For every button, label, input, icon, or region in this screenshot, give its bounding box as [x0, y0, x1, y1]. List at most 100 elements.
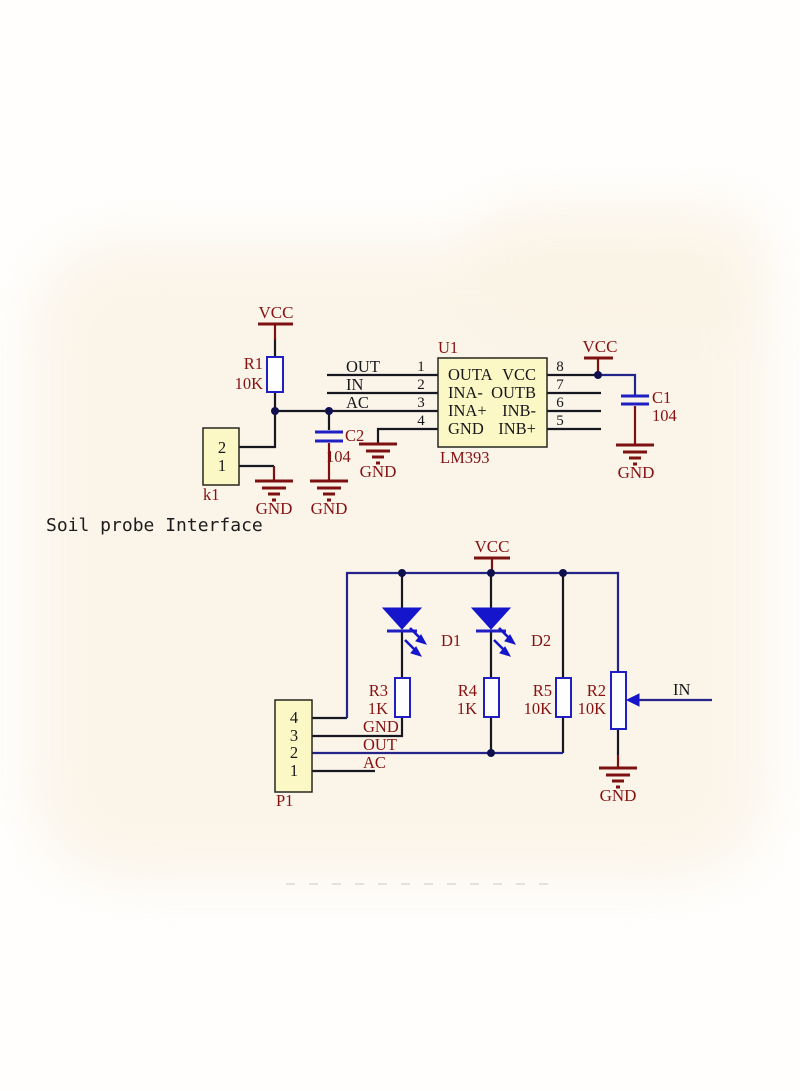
u1-pin-name: VCC: [502, 365, 536, 384]
r2-value: 10K: [578, 699, 607, 718]
wiper-arrow: [625, 693, 640, 707]
u1-pin-name: INB+: [498, 419, 536, 438]
bottom-maroon-wires: [490, 558, 620, 768]
led-d2: D2: [470, 607, 551, 657]
r3-ref: R3: [369, 681, 388, 700]
u1-pin-name: INB-: [502, 401, 536, 420]
led-triangle: [381, 607, 423, 630]
led-triangle: [470, 607, 512, 630]
k1-pin-1: 1: [218, 456, 226, 475]
capacitor-c2: C2 104: [315, 426, 364, 466]
u1-pin-number-7: 7: [556, 377, 564, 393]
k1-pin-2: 2: [218, 438, 226, 457]
led-emission-arrow: [409, 627, 421, 639]
u1-pin-number-8: 8: [556, 359, 564, 375]
net-label-in-bottom: IN: [673, 680, 690, 699]
gnd-label: GND: [360, 462, 397, 481]
gnd-symbol-r2: GND: [597, 766, 639, 805]
junction-dot: [487, 569, 495, 577]
u1-pin-name: GND: [448, 419, 484, 438]
p1-pin-3: 3: [290, 726, 298, 745]
u1-pin-number-3: 3: [417, 395, 425, 411]
resistor-r5: R5 10K: [524, 677, 572, 718]
led-arrow-head: [415, 634, 428, 645]
caption-soil-probe-interface: Soil probe Interface: [46, 515, 263, 536]
led-arrow-head: [499, 646, 512, 657]
p1-pin-2: 2: [290, 743, 298, 762]
led-emission-arrow: [493, 639, 505, 651]
ic-body: [437, 357, 548, 448]
vcc-symbol-led-rail: VCC: [474, 537, 510, 560]
resistor-r4: R4 1K: [457, 677, 500, 718]
r4-value: 1K: [457, 699, 477, 718]
u1-pin-number-4: 4: [417, 413, 425, 429]
vcc-label: VCC: [583, 337, 618, 356]
p1-pin-4: 4: [290, 708, 298, 727]
net-label-out: OUT: [346, 357, 380, 376]
junction-dots: [271, 371, 602, 757]
resistor-body: [394, 677, 411, 718]
led-arrow-head: [504, 634, 517, 645]
u1-pin-name: OUTA: [448, 365, 493, 384]
gnd-icon: [597, 766, 639, 789]
gnd-label: GND: [600, 786, 637, 805]
gnd-label: GND: [256, 499, 293, 518]
r2-ref: R2: [587, 681, 606, 700]
ic-u1-lm393: U1 LM393 OUTA VCC INA- OUTB INA+ INB- GN…: [417, 338, 564, 467]
bottom-black-wires: [312, 573, 620, 773]
u1-pin-number-1: 1: [417, 359, 425, 375]
c1-value: 104: [652, 406, 677, 425]
gnd-icon: [357, 442, 399, 465]
photo-cream-tint: [32, 238, 768, 880]
junction-dot: [559, 569, 567, 577]
r3-value: 1K: [368, 699, 388, 718]
top-navy-wires: [598, 373, 637, 396]
vcc-label: VCC: [475, 537, 510, 556]
c2-value: 104: [326, 447, 351, 466]
r5-value: 10K: [524, 699, 553, 718]
r1-value: 10K: [235, 374, 264, 393]
net-label-in: IN: [346, 375, 363, 394]
gnd-symbol-c2: GND: [308, 479, 350, 518]
led-arrow-head: [410, 646, 423, 657]
resistor-body: [610, 671, 627, 730]
connector-k1: 2 1 k1: [202, 427, 240, 504]
net-label-out-bottom: OUT: [363, 735, 397, 754]
c2-ref: C2: [345, 426, 364, 445]
capacitor-c1: C1 104: [621, 388, 677, 425]
gnd-symbol-u1-pin4: GND: [357, 442, 399, 481]
potentiometer-r2: R2 10K: [578, 671, 640, 730]
c1-ref: C1: [652, 388, 671, 407]
connector-body: [202, 427, 240, 486]
resistor-r3: R3 1K: [368, 677, 411, 718]
u1-pin-number-6: 6: [556, 395, 564, 411]
u1-pin-number-2: 2: [417, 377, 425, 393]
p1-pin-1: 1: [290, 761, 298, 780]
led-emission-arrow: [404, 639, 416, 651]
photo-cream-tint-top-right: [470, 196, 770, 326]
gnd-icon: [614, 443, 656, 466]
p1-ref: P1: [276, 791, 293, 810]
u1-pin-number-5: 5: [556, 413, 564, 429]
connector-body: [274, 699, 313, 793]
r4-ref: R4: [458, 681, 477, 700]
u1-ref: U1: [438, 338, 458, 357]
net-label-ac: AC: [346, 393, 369, 412]
u1-pin-name: OUTB: [491, 383, 536, 402]
r5-ref: R5: [533, 681, 552, 700]
top-maroon-wires: [272, 324, 637, 481]
u1-part: LM393: [440, 448, 490, 467]
gnd-icon: [308, 479, 350, 502]
gnd-icon: [253, 479, 295, 502]
r1-ref: R1: [244, 354, 263, 373]
net-label-ac-bottom: AC: [363, 753, 386, 772]
d1-ref: D1: [441, 631, 461, 650]
resistor-body: [266, 356, 284, 393]
junction-dot: [325, 407, 333, 415]
junction-dot: [271, 407, 279, 415]
junction-dot: [398, 569, 406, 577]
gnd-symbol-c1: GND: [614, 443, 656, 482]
vcc-label: VCC: [259, 303, 294, 322]
